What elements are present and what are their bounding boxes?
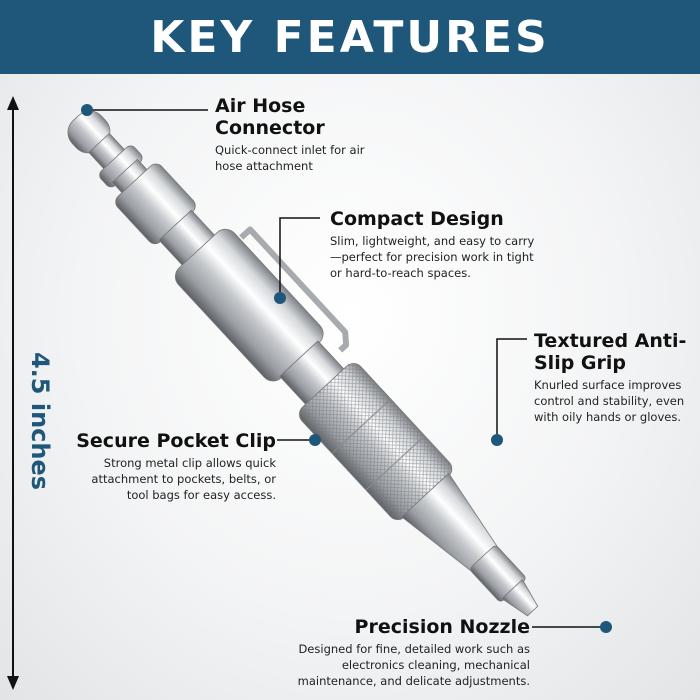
feature-air-hose: Air Hose Connector Quick-connect inlet f… [215,95,375,174]
feature-compact: Compact Design Slim, lightweight, and ea… [330,208,535,281]
feature-description: Quick-connect inlet for air hose attachm… [215,143,365,173]
callout-compact [274,217,320,304]
callout-grip [491,338,527,446]
feature-clip: Secure Pocket Clip Strong metal clip all… [70,430,276,503]
height-dimension-arrow [7,96,19,690]
feature-title: Textured Anti-Slip Grip [534,330,687,374]
callout-air-hose [81,104,208,116]
feature-description: Designed for fine, detailed work such as… [297,642,530,688]
air-blow-gun-tool [67,110,539,617]
feature-nozzle: Precision Nozzle Designed for fine, deta… [280,616,530,689]
feature-title: Precision Nozzle [354,616,530,638]
dimension-label: 4.5 inches [26,351,54,491]
feature-grip: Textured Anti-Slip Grip Knurled surface … [534,330,690,425]
feature-title: Secure Pocket Clip [76,430,276,452]
feature-title: Compact Design [330,208,504,230]
callout-clip [277,434,321,446]
feature-description: Strong metal clip allows quick attachmen… [91,456,276,502]
feature-description: Slim, lightweight, and easy to carry—per… [330,234,535,280]
feature-title: Air Hose Connector [215,95,325,139]
feature-description: Knurled surface improves control and sta… [534,378,685,424]
page-title: KEY FEATURES [150,11,550,63]
callout-nozzle [532,621,612,633]
header-banner: KEY FEATURES [0,0,700,74]
